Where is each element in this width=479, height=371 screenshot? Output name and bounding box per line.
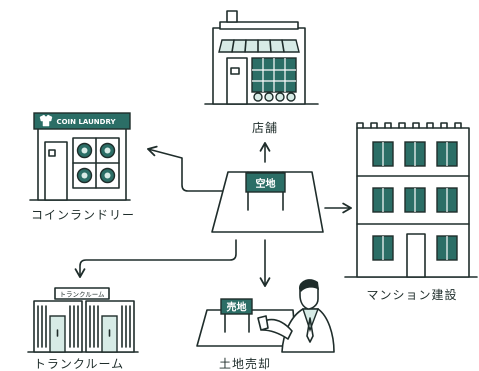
shop-building-icon (204, 10, 319, 105)
land-sale-businessman-icon: 売地 (196, 279, 335, 353)
trunk-sign: トランクルーム (59, 291, 105, 299)
laundry-sign: COIN LAUNDRY (56, 118, 116, 126)
trunk-label: トランクルーム (34, 357, 124, 371)
sale-label: 土地売却 (219, 356, 271, 371)
sale-sign: 売地 (227, 301, 247, 314)
arrow-to-trunk (74, 239, 237, 278)
vacant-lot-sign: 空地 (256, 177, 276, 190)
shop-label: 店舗 (252, 121, 278, 135)
arrow-to-laundry (147, 145, 223, 192)
vacant-lot-icon: 空地 (211, 171, 324, 233)
storage-container-icon: トランクルーム (27, 287, 139, 353)
apartment-building-icon (344, 122, 478, 278)
laundry-shop-icon: COIN LAUNDRY (29, 112, 131, 201)
laundry-label: コインランドリー (31, 208, 135, 222)
arrows (74, 142, 352, 287)
mansion-label: マンション建設 (366, 287, 457, 302)
